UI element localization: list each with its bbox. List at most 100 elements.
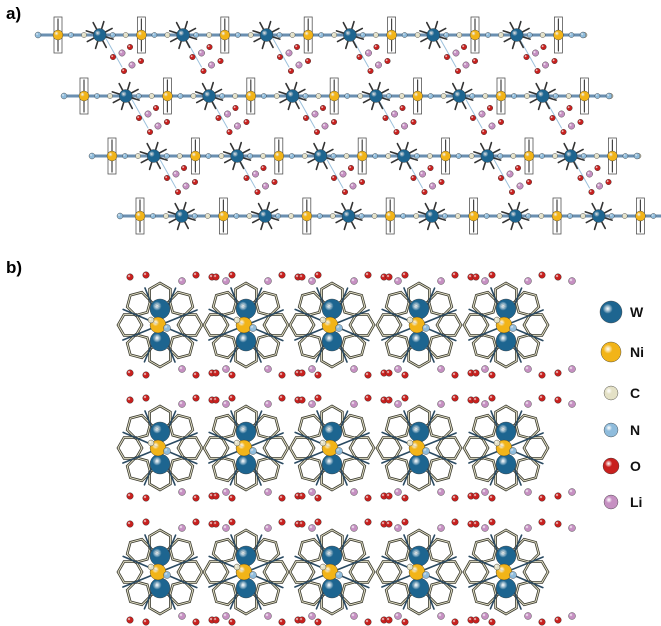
atom-o — [385, 616, 393, 624]
atom-w — [452, 89, 466, 103]
atom-li — [234, 122, 241, 130]
atom-o — [554, 396, 562, 404]
atom-n — [163, 153, 170, 159]
atom-w — [149, 298, 171, 320]
atom-o — [212, 492, 220, 500]
legend-label-n: N — [630, 422, 641, 438]
atom-o — [401, 494, 409, 502]
atom-n — [605, 92, 613, 100]
atom-li — [524, 277, 532, 285]
atom-o — [451, 494, 459, 502]
atom-n — [34, 31, 42, 39]
atom-li — [321, 122, 329, 130]
atom-ni — [495, 90, 507, 102]
atom-o — [192, 394, 200, 402]
atom-o — [526, 178, 533, 185]
atom-c — [496, 213, 503, 219]
atom-o — [212, 520, 220, 528]
cage-ring-highlight — [472, 414, 497, 439]
atom-w — [92, 28, 107, 42]
cage-ring-highlight — [126, 538, 151, 563]
atom-o — [142, 618, 150, 626]
cage-ring-highlight — [376, 437, 402, 459]
atom-c — [331, 32, 338, 38]
cage-ring — [116, 436, 144, 460]
atom-o — [126, 616, 134, 624]
atom-o — [470, 114, 477, 121]
cage-ring-highlight — [212, 334, 237, 359]
atom-c — [414, 32, 421, 38]
li-bond — [157, 155, 177, 189]
atom-w — [480, 149, 494, 163]
atom-ni — [551, 210, 563, 222]
atom-o — [451, 271, 459, 279]
atom-c — [440, 93, 447, 99]
atom-li — [178, 612, 186, 620]
atom-li — [401, 122, 408, 130]
cage-ring — [435, 560, 463, 584]
atom-li — [222, 400, 230, 408]
atom-li — [208, 61, 215, 69]
atom-li — [391, 110, 398, 118]
atom-o — [367, 67, 374, 74]
atom-c — [204, 213, 211, 219]
atom-o — [314, 394, 322, 402]
atom-c — [107, 93, 113, 99]
atom-li — [339, 170, 347, 178]
atom-li — [308, 612, 316, 620]
atom-o — [303, 114, 310, 121]
atom-li — [182, 182, 190, 190]
atom-o — [523, 54, 530, 61]
atom-li — [264, 524, 272, 532]
atom-li — [178, 400, 186, 408]
atom-li — [128, 61, 136, 69]
atom-c — [427, 153, 433, 159]
atom-c — [135, 153, 141, 159]
atom-c — [399, 93, 405, 99]
atom-o — [126, 369, 134, 377]
atom-o — [401, 518, 409, 526]
atom-li — [349, 182, 357, 190]
atom-c — [580, 213, 586, 219]
atom-c — [406, 563, 414, 571]
legend-label-li: Li — [630, 494, 643, 510]
atom-o — [314, 494, 322, 502]
atom-w — [397, 149, 411, 163]
atom-o — [135, 114, 142, 121]
atom-li — [568, 365, 576, 373]
cn-ligand — [245, 432, 284, 449]
cage-ring — [375, 560, 403, 584]
atom-o — [278, 271, 286, 279]
cage-ring — [202, 313, 230, 337]
atom-li — [437, 277, 445, 285]
atom-ni — [386, 29, 397, 41]
atom-li — [222, 524, 230, 532]
atom-o — [305, 58, 312, 65]
atom-n — [485, 32, 491, 38]
atom-w — [495, 298, 517, 320]
atom-li — [264, 365, 272, 373]
atom-o — [472, 396, 480, 404]
cage-ring-highlight — [515, 291, 540, 316]
li-bond — [103, 34, 123, 68]
atom-n — [260, 93, 267, 99]
cage-ring-highlight — [263, 437, 289, 459]
atom-o — [314, 128, 321, 135]
atom-o — [142, 371, 150, 379]
atom-ni — [329, 90, 340, 102]
atom-o — [142, 271, 150, 279]
atom-o — [487, 104, 494, 111]
atom-li — [295, 61, 303, 69]
atom-li — [262, 182, 269, 190]
atom-o — [472, 369, 480, 377]
atom-w — [174, 209, 189, 223]
atom-o — [451, 618, 459, 626]
atom-n — [511, 93, 517, 99]
cage-ring — [435, 313, 463, 337]
atom-li — [308, 277, 316, 285]
atom-n — [442, 213, 448, 219]
atom-li — [481, 612, 489, 620]
atom-w — [149, 421, 171, 443]
atom-li — [481, 524, 489, 532]
